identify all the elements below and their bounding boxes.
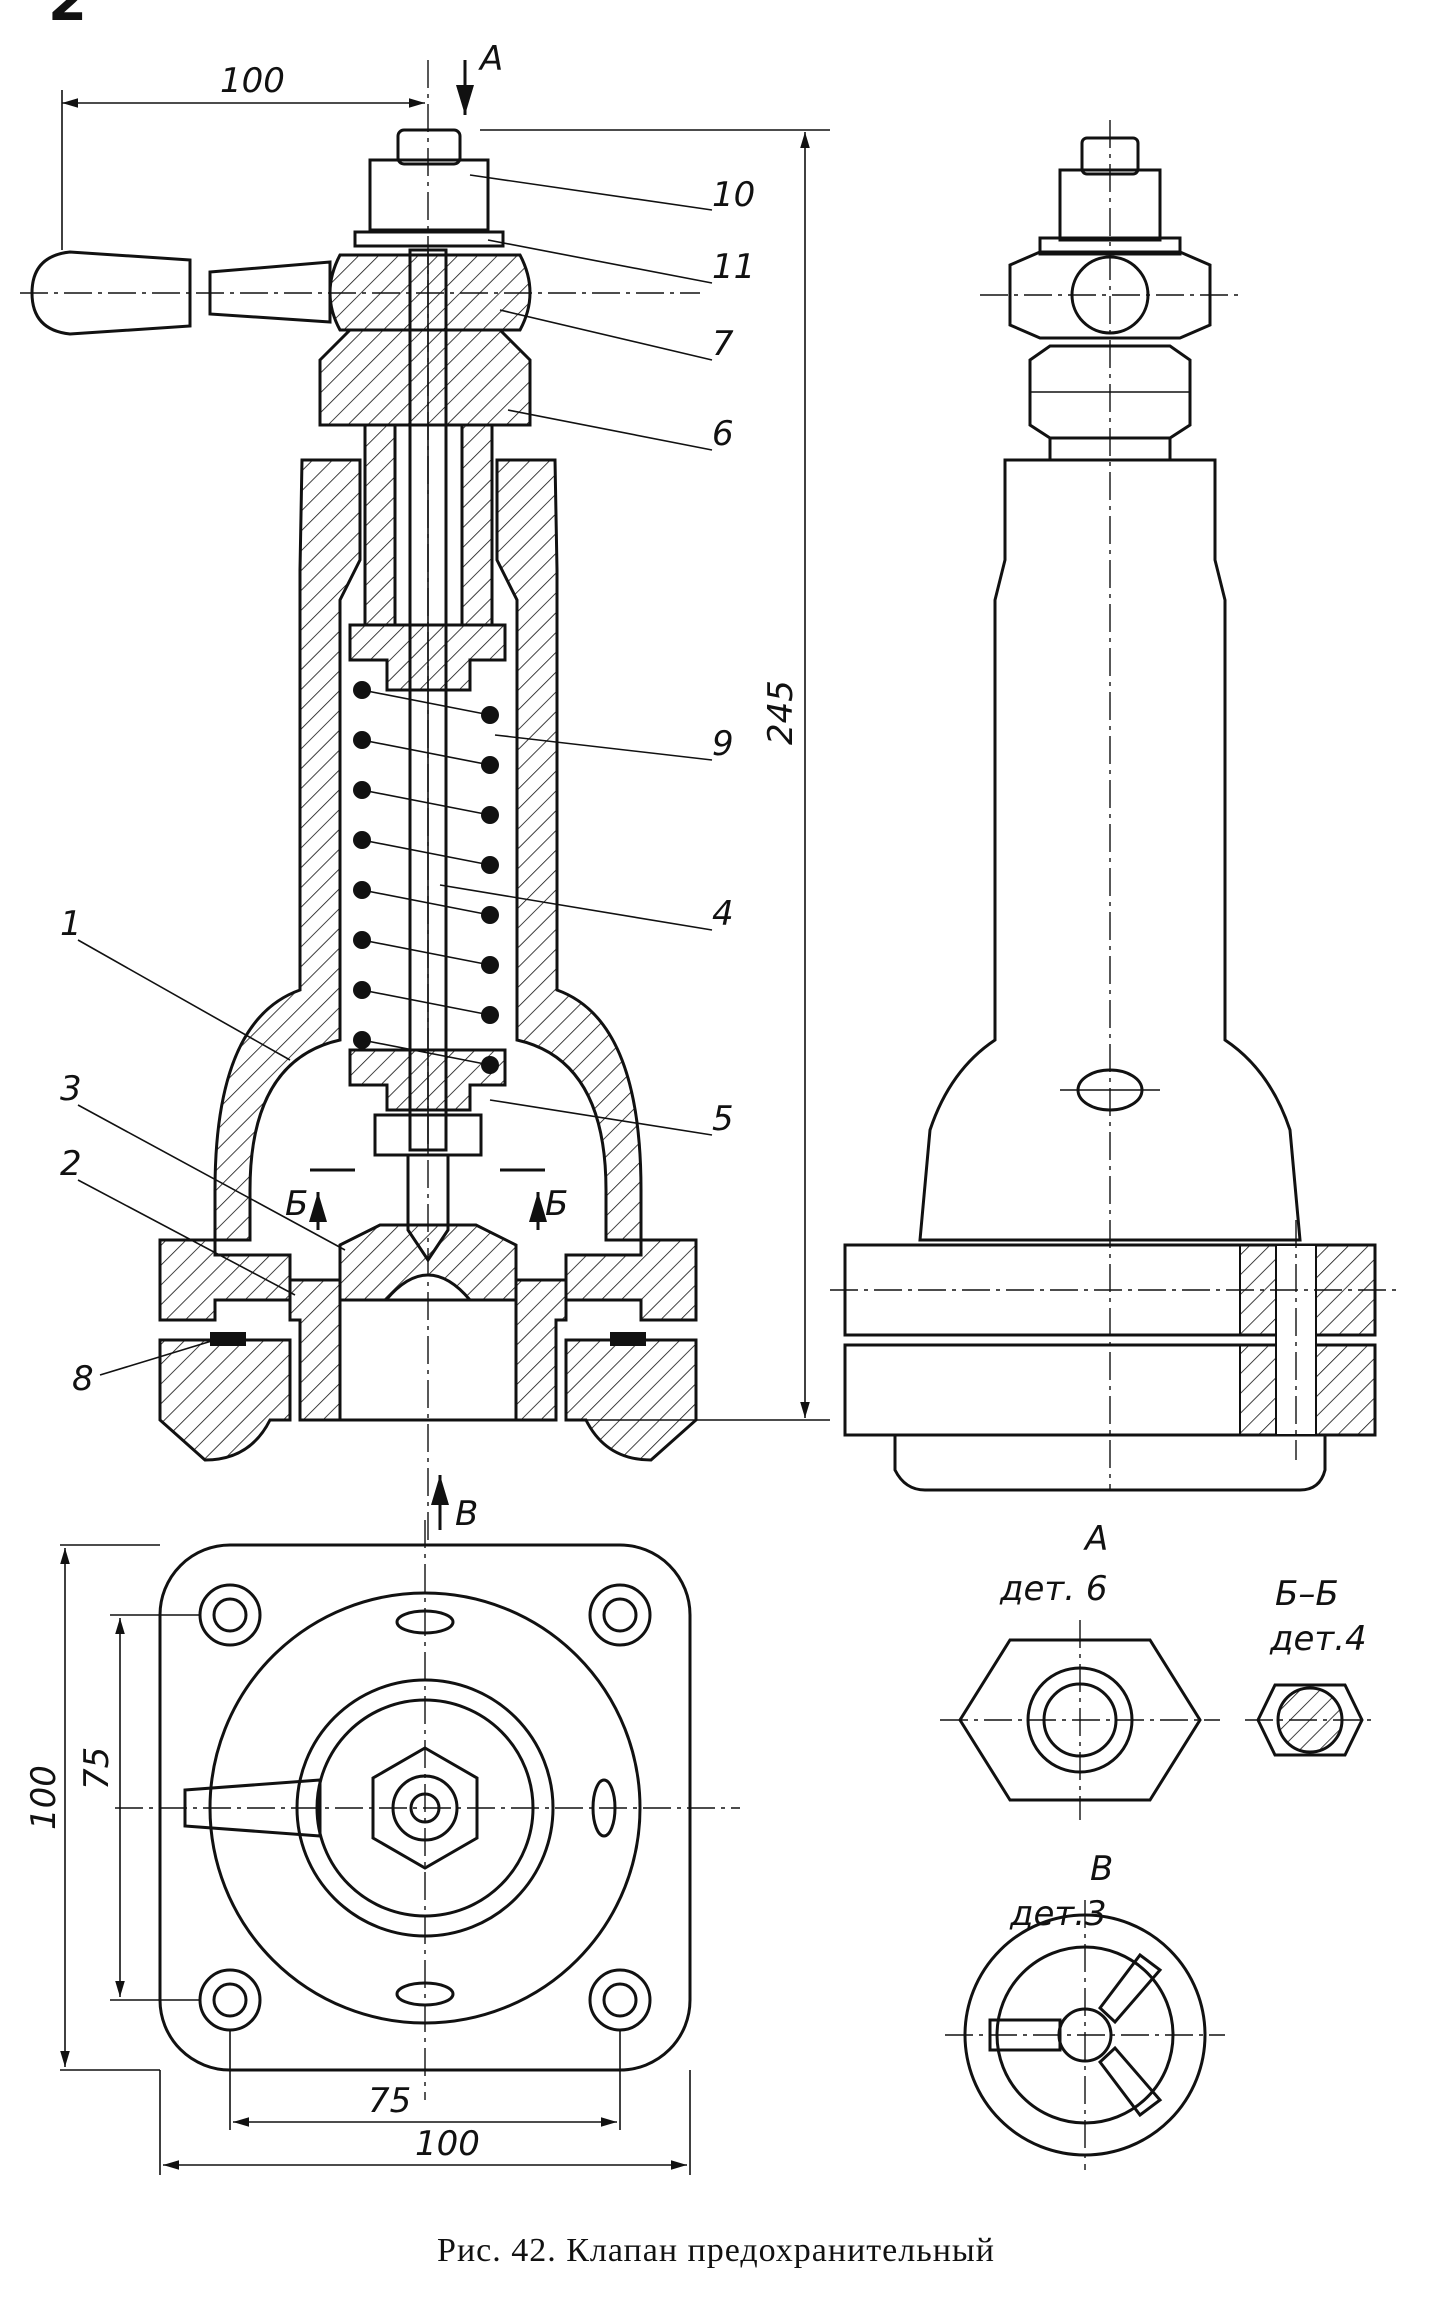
section-bb-title: Б–Б [1275, 1574, 1339, 1614]
view-b-title: В [1090, 1849, 1113, 1889]
dim-flange-bolt-h: 75 [77, 1747, 117, 1790]
callout-11: 11 [712, 247, 755, 287]
body-1-right [495, 458, 643, 1242]
detail-section-bb: Б–Б дет.4 [1245, 1574, 1375, 1757]
view-a-title: A [1083, 1519, 1108, 1559]
handle-knob [30, 250, 192, 336]
view-b-mark: B [455, 1494, 478, 1534]
figure-caption: Рис. 42. Клапан предохранительный [437, 2232, 995, 2269]
callout-9: 9 [712, 724, 734, 764]
seat-2-left [288, 1278, 342, 1422]
upper-flange-left [158, 1238, 292, 1322]
main-section-view: Б Б A B 100 245 [20, 39, 830, 1540]
callout-5: 5 [712, 1099, 734, 1139]
callout-8: 8 [72, 1359, 94, 1399]
callout-6: 6 [712, 414, 734, 454]
lever-7 [328, 253, 532, 332]
section-mark-left: Б [285, 1184, 308, 1224]
section-bb-part: дет.4 [1269, 1619, 1367, 1659]
washer-11 [353, 230, 505, 248]
dim-flange-outer-w: 100 [415, 2124, 480, 2164]
detail-view-b: В дет.3 [945, 1849, 1225, 2170]
dim-flange-bolt-w: 75 [368, 2081, 411, 2121]
view-a-part: дет. 6 [999, 1569, 1107, 1609]
callout-10: 10 [712, 175, 755, 215]
upper-flange-right [564, 1238, 698, 1322]
valve-3 [338, 1223, 518, 1302]
spring-9 [353, 681, 499, 1074]
detail-view-a: A дет. 6 [940, 1519, 1220, 1820]
top-nut-10 [368, 158, 490, 232]
bottom-plan-view: 100 75 75 100 [24, 1520, 740, 2175]
dim-height: 245 [761, 680, 801, 745]
seat-2-right [514, 1278, 568, 1422]
lower-flange-right [564, 1338, 698, 1462]
callouts: 10 11 7 6 9 4 1 3 5 2 8 [60, 174, 755, 1399]
section-mark-right: Б [545, 1184, 568, 1224]
cap-6 [318, 328, 532, 427]
callout-3: 3 [60, 1069, 82, 1109]
callout-4: 4 [712, 894, 734, 934]
dim-handle-offset: 100 [220, 61, 285, 101]
callout-2: 2 [60, 1144, 82, 1184]
corner-number: 2 [48, 0, 87, 34]
lower-flange-left [158, 1338, 292, 1462]
view-a-mark: A [478, 39, 503, 79]
body-1-left [213, 458, 362, 1242]
callout-1: 1 [60, 904, 82, 944]
dim-flange-outer-h: 100 [24, 1765, 64, 1830]
side-view [830, 120, 1400, 1492]
callout-7: 7 [712, 324, 734, 364]
spring-plate-5 [348, 1048, 507, 1112]
